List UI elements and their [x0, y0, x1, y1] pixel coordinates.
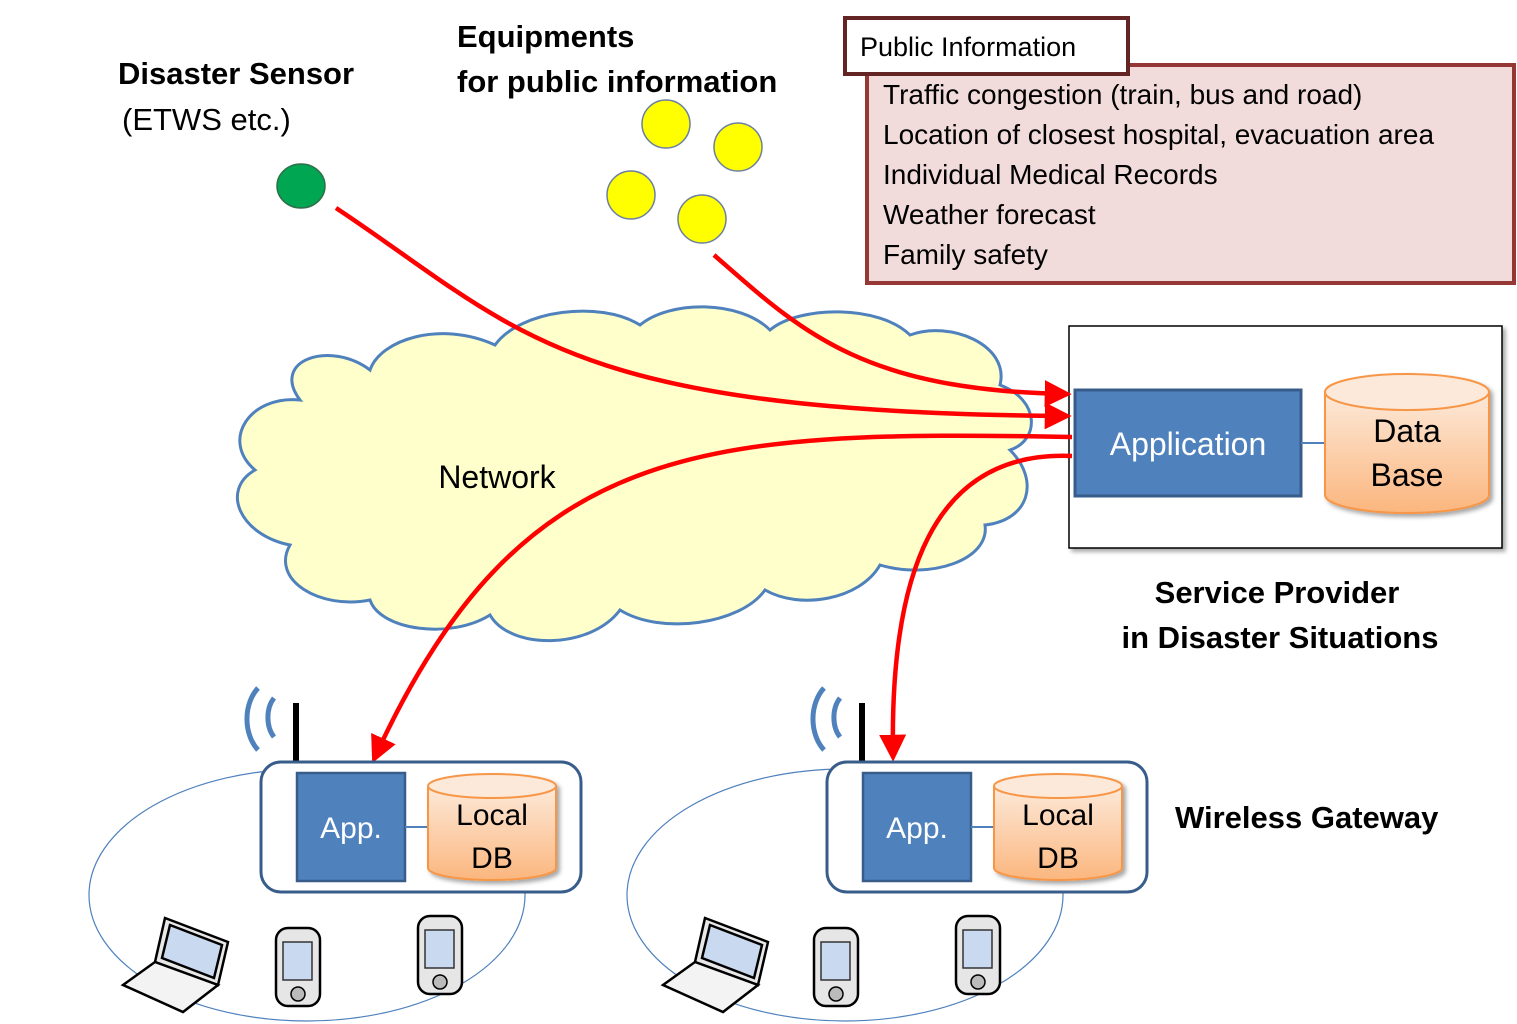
arrow-application-to-gateway-1 — [371, 433, 1073, 764]
public-info-item: Family safety — [883, 239, 1048, 270]
mobile-device-icon — [416, 914, 464, 996]
arrow-application-to-gateway-2 — [879, 453, 1073, 762]
equipment-node-icon — [606, 170, 656, 220]
laptop-icon — [120, 916, 230, 1014]
mobile-device-icon — [274, 926, 322, 1008]
public-info-item: Individual Medical Records — [883, 159, 1218, 190]
arrow-equipment-to-application — [712, 253, 1072, 408]
arrow-sensor-to-application — [334, 206, 1072, 430]
local-db-icon — [993, 773, 1123, 881]
database-icon — [1324, 373, 1490, 514]
local-db-icon — [427, 773, 557, 881]
local-db-label-line1: Local — [456, 799, 528, 832]
wireless-signal-icon — [810, 686, 843, 752]
database-label-line2: Base — [1371, 457, 1444, 493]
antenna-icon — [859, 703, 865, 761]
wireless-gateway-2: App. Local DB — [626, 686, 1149, 1022]
app-label: App. — [320, 812, 382, 845]
app-label: App. — [886, 812, 948, 845]
equipment-node-icon — [677, 194, 727, 244]
local-db-label-line2: DB — [1037, 842, 1079, 875]
network-cloud: Network — [235, 305, 1033, 643]
data-flow-arrows — [334, 206, 1073, 764]
antenna-icon — [293, 703, 299, 761]
public-info-equipments: Equipments for public information — [457, 19, 777, 244]
wireless-gateway-1: App. Local DB — [88, 686, 583, 1022]
database-label-line1: Data — [1373, 413, 1441, 449]
public-information-title-box — [843, 16, 1130, 76]
public-info-item: Weather forecast — [883, 199, 1096, 230]
wireless-signal-icon — [244, 686, 277, 752]
equipment-node-icon — [641, 99, 691, 149]
equipments-title-line1: Equipments — [457, 19, 634, 54]
local-db-label-line2: DB — [471, 842, 513, 875]
service-provider: Application Data Base Service Provider i… — [1068, 325, 1503, 655]
app-block — [295, 771, 407, 883]
disaster-sensor-subtitle: (ETWS etc.) — [122, 102, 291, 137]
disaster-sensor-title: Disaster Sensor — [118, 56, 354, 91]
mobile-device-icon — [812, 926, 860, 1008]
equipments-title-line2: for public information — [457, 64, 777, 99]
public-info-item: Location of closest hospital, evacuation… — [883, 119, 1434, 150]
network-label: Network — [438, 459, 556, 495]
wireless-gateway-label: Wireless Gateway — [1175, 800, 1439, 835]
laptop-icon — [660, 916, 770, 1014]
application-label: Application — [1110, 426, 1267, 462]
public-information-title: Public Information — [860, 32, 1076, 62]
equipment-node-icon — [713, 122, 763, 172]
service-provider-title-line2: in Disaster Situations — [1122, 620, 1439, 655]
sensor-node-icon — [276, 163, 326, 209]
service-provider-title-line1: Service Provider — [1155, 575, 1400, 610]
public-information-box: Public Information Traffic congestion (t… — [843, 16, 1516, 285]
public-info-item: Traffic congestion (train, bus and road) — [883, 79, 1362, 110]
local-db-label-line1: Local — [1022, 799, 1094, 832]
app-block — [861, 771, 973, 883]
mobile-device-icon — [954, 914, 1002, 996]
disaster-sensor: Disaster Sensor (ETWS etc.) — [118, 56, 354, 209]
